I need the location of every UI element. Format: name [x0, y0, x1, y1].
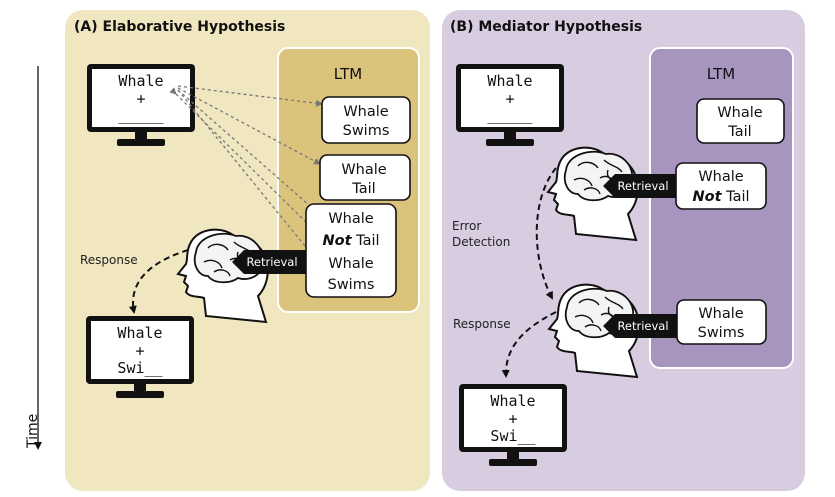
svg-text:Retrieval: Retrieval [617, 319, 668, 333]
svg-text:Tail: Tail [727, 124, 751, 140]
svg-text:Whale: Whale [117, 324, 162, 342]
svg-text:Tail: Tail [351, 181, 375, 197]
svg-text:Whale: Whale [717, 105, 762, 121]
panel-b-card-whale-swims: Whale Swims [676, 299, 767, 345]
panel-b-detection-label: Detection [452, 235, 510, 249]
panel-b-monitor-top: Whale + _____ [456, 64, 564, 146]
panel-b-error-detection-arrow [535, 167, 557, 300]
panel-a-retrieval-label: Retrieval [246, 255, 297, 269]
svg-text:Swims: Swims [343, 123, 390, 139]
svg-text:Swi__: Swi__ [117, 359, 163, 377]
panel-a-monitor-top: Whale + _____ [87, 64, 195, 146]
panel-a-title: (A) Elaborative Hypothesis [74, 19, 285, 35]
svg-text:Whale: Whale [328, 256, 373, 272]
svg-text:_____: _____ [487, 106, 533, 124]
panel-a-card-whale-tail: Whale Tail [319, 154, 411, 201]
svg-text:+: + [135, 342, 144, 360]
panel-b-monitor-bottom: Whale + Swi__ [459, 384, 567, 466]
svg-text:Retrieval: Retrieval [617, 179, 668, 193]
svg-text:Whale: Whale [341, 162, 386, 178]
svg-text:Swi__: Swi__ [490, 427, 536, 445]
panel-a-card-whale-swims: Whale Swims [321, 96, 411, 144]
svg-text:Swims: Swims [328, 277, 375, 293]
svg-text:+: + [505, 90, 514, 108]
panel-a-retrieval-arrow: Retrieval [232, 250, 306, 274]
panel-a-ltm-label: LTM [334, 65, 362, 83]
time-axis-label: Time [25, 414, 41, 449]
svg-text:Not Tail: Not Tail [322, 233, 379, 249]
panel-b-response-arrow [501, 311, 557, 378]
svg-text:Whale: Whale [343, 104, 388, 120]
panel-a-monitor-bottom: Whale + Swi__ [86, 316, 194, 398]
svg-text:+: + [508, 410, 517, 428]
svg-text:Whale: Whale [490, 392, 535, 410]
monitor-line-2: + [136, 90, 145, 108]
panel-a-card-whale-not-tail-swims: Whale Not Tail Whale Swims [305, 203, 397, 298]
panel-b-title: (B) Mediator Hypothesis [450, 19, 642, 35]
panel-b-card-whale-not-tail: Whale Not Tail [675, 162, 767, 210]
panel-b-ltm-label: LTM [707, 65, 735, 83]
panel-b-response-label: Response [453, 317, 511, 331]
panel-b-card-whale-tail: Whale Tail [696, 98, 785, 144]
svg-text:Whale: Whale [698, 169, 743, 185]
svg-text:Not Tail: Not Tail [692, 189, 749, 205]
monitor-line-1: Whale [118, 72, 163, 90]
panel-a-response-label: Response [80, 253, 138, 267]
panel-a-association-lines [169, 85, 323, 263]
svg-text:Whale: Whale [698, 306, 743, 322]
panel-a-response-arrow [128, 249, 189, 314]
panel-b-error-label: Error [452, 219, 481, 233]
monitor-line-3: _____ [118, 106, 164, 124]
panel-b-retrieval-arrow-1: Retrieval [603, 174, 676, 198]
panel-b-retrieval-arrow-2: Retrieval [603, 314, 677, 338]
svg-text:Swims: Swims [698, 325, 745, 341]
svg-text:Whale: Whale [487, 72, 532, 90]
svg-text:Whale: Whale [328, 211, 373, 227]
